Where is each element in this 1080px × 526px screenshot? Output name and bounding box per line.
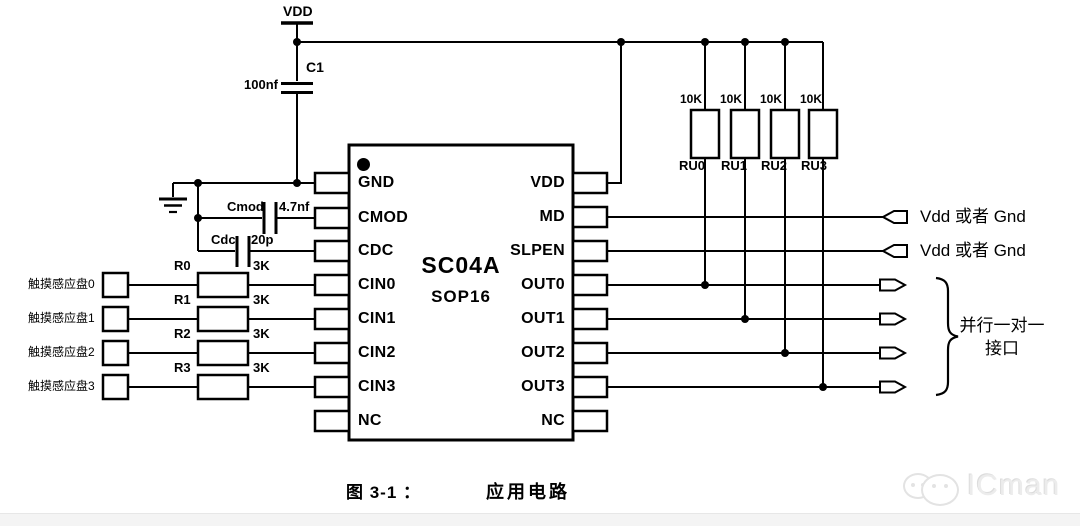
- cdc-capacitor-plates: [235, 236, 251, 267]
- pin-cin1: CIN1: [358, 310, 396, 327]
- pin-cdc: CDC: [358, 242, 394, 259]
- slpen-level-label: Vdd 或者 Gnd: [920, 241, 1026, 260]
- cdc-name: Cdc: [211, 232, 236, 247]
- watermark-text: ICman: [967, 469, 1061, 502]
- touch-pad-label-1: 触摸感应盘1: [28, 311, 95, 325]
- vdd-rail-label: VDD: [283, 3, 313, 19]
- pullup-resistor-network: [689, 42, 839, 387]
- r2-name: R2: [174, 326, 191, 341]
- cmod-capacitor-plates: [262, 202, 278, 234]
- ru1-name: RU1: [721, 158, 748, 173]
- pin-slpen: SLPEN: [510, 242, 565, 259]
- r3-value: 3K: [253, 360, 270, 375]
- touch-pad-label-0: 触摸感应盘0: [28, 277, 95, 291]
- r1-value: 3K: [253, 292, 270, 307]
- touch-pad-2: [101, 339, 130, 367]
- vdd-power-symbol: [281, 21, 313, 183]
- resistor-ru2: [769, 108, 801, 160]
- touch-pad-0: [101, 271, 130, 299]
- ru0-value: 10K: [680, 92, 703, 106]
- out3-connector-icon: [879, 380, 908, 394]
- out0-connector-icon: [879, 278, 908, 292]
- c1-value: 100nf: [244, 77, 278, 92]
- resistor-ru3: [807, 108, 839, 160]
- figure-caption-title: 应用电路: [486, 482, 570, 502]
- md-level-label: Vdd 或者 Gnd: [920, 207, 1026, 226]
- resistor-r2: [196, 339, 250, 367]
- ru1-value: 10K: [720, 92, 743, 106]
- pin-vdd: VDD: [530, 174, 565, 191]
- touch-input-rows: [101, 271, 317, 401]
- ru3-value: 10K: [800, 92, 823, 106]
- ground-symbol-icon: [159, 197, 187, 214]
- resistor-ru0: [689, 108, 721, 160]
- ru2-name: RU2: [761, 158, 788, 173]
- figure-caption-number: 图 3-1 ：: [346, 483, 422, 502]
- vdd-rail: [297, 41, 823, 184]
- resistor-r3: [196, 373, 250, 401]
- pin-out1: OUT1: [521, 310, 565, 327]
- touch-pad-3: [101, 373, 130, 401]
- r1-name: R1: [174, 292, 191, 307]
- out2-connector-icon: [879, 346, 908, 360]
- cdc-value: 20p: [251, 232, 274, 247]
- icman-watermark: ICman: [903, 460, 1060, 512]
- c1-name: C1: [306, 59, 324, 75]
- ru0-name: RU0: [679, 158, 706, 173]
- pin-nc-right: NC: [541, 412, 565, 429]
- touch-pad-label-2: 触摸感应盘2: [28, 345, 95, 359]
- r3-name: R3: [174, 360, 191, 375]
- footer-band: [0, 513, 1080, 526]
- pin-out3: OUT3: [521, 378, 565, 395]
- out1-connector-icon: [879, 312, 908, 326]
- output-group-brace: [935, 276, 959, 397]
- connector-arrows: [879, 210, 908, 394]
- junction-dots: [194, 38, 827, 391]
- vdd-pin-riser: [608, 42, 622, 184]
- pin-cmod: CMOD: [358, 209, 409, 226]
- touch-pad-1: [101, 305, 130, 333]
- pin-stubs: [313, 171, 609, 433]
- cmod-name: Cmod: [227, 199, 264, 214]
- ru2-value: 10K: [760, 92, 783, 106]
- ru3-name: RU3: [801, 158, 828, 173]
- pin1-marker-icon: [357, 158, 370, 171]
- pin-md: MD: [539, 208, 565, 225]
- chip-package: SOP16: [431, 287, 491, 306]
- r0-value: 3K: [253, 258, 270, 273]
- resistor-r1: [196, 305, 250, 333]
- pin-out0: OUT0: [521, 276, 565, 293]
- pin-out2: OUT2: [521, 344, 565, 361]
- cmod-value: 4.7nf: [279, 199, 310, 214]
- r0-name: R0: [174, 258, 191, 273]
- chip-body: [347, 143, 575, 442]
- pin-nc-left: NC: [358, 412, 382, 429]
- output-group-label: 并行一对一 接口: [959, 316, 1045, 358]
- ground-net: [159, 182, 317, 267]
- output-wires: [607, 216, 883, 388]
- chip-part-number: SC04A: [421, 252, 501, 278]
- resistor-ru1: [729, 108, 761, 160]
- touch-pad-label-3: 触摸感应盘3: [28, 379, 95, 393]
- c1-capacitor-plates: [281, 82, 313, 94]
- pin-cin3: CIN3: [358, 378, 396, 395]
- r2-value: 3K: [253, 326, 270, 341]
- pin-gnd: GND: [358, 174, 395, 191]
- chat-bubble-icon: [921, 474, 959, 506]
- pin-cin2: CIN2: [358, 344, 396, 361]
- resistor-r0: [196, 271, 250, 299]
- slpen-input-connector-icon: [880, 244, 908, 258]
- md-input-connector-icon: [880, 210, 908, 224]
- pin-cin0: CIN0: [358, 276, 396, 293]
